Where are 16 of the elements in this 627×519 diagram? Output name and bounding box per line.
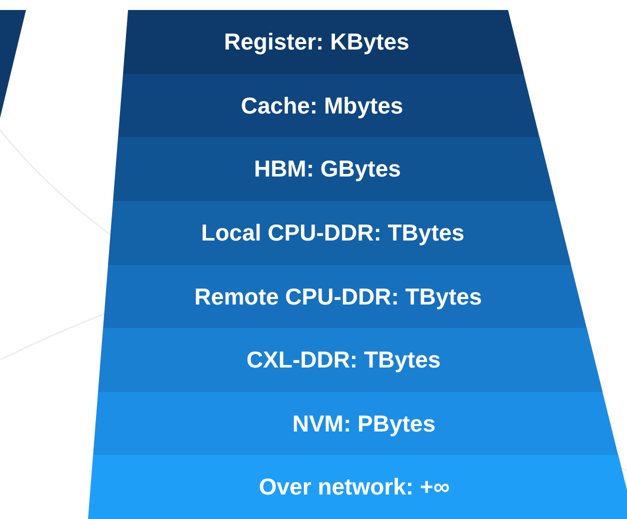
pyramid-band [112,137,556,202]
band-label: Over network: +∞ [258,474,450,501]
band-label: NVM: PBytes [292,410,436,438]
band-label: HBM: GBytes [254,156,401,183]
pyramid-band [118,74,540,138]
pyramid-band [108,200,572,265]
band-label: Remote CPU-DDR: TBytes [194,283,482,310]
band-label: Local CPU-DDR: TBytes [201,219,464,246]
band-label: CXL-DDR: TBytes [246,346,441,374]
band-label: Cache: Mbytes [240,92,404,120]
pyramid-band [98,328,603,392]
pyramid-band [92,392,618,456]
band-label: Register: KBytes [224,28,410,56]
pyramid-band [88,455,627,519]
pyramid-band [102,264,587,329]
pyramid-band [122,10,524,74]
